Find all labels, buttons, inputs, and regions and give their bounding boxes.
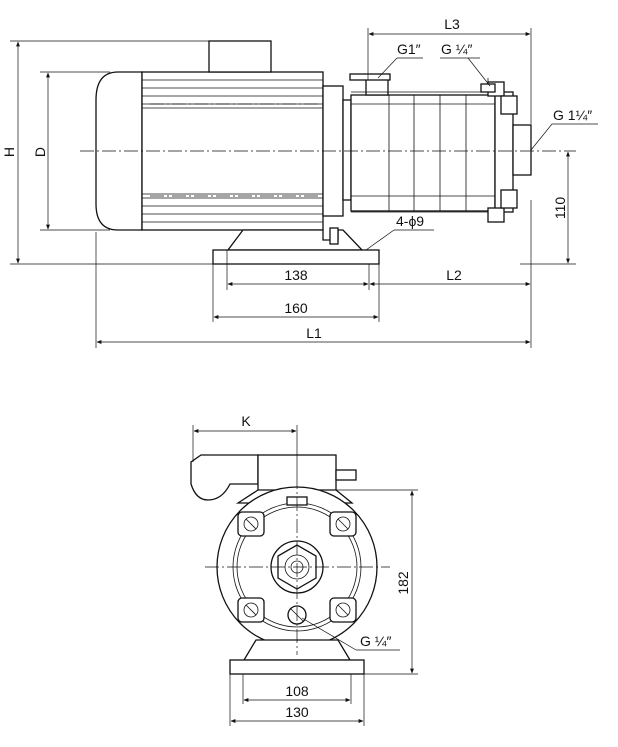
dim-160: 160 (284, 300, 308, 316)
base-plate (212, 249, 380, 265)
dim-L1: L1 (306, 325, 322, 341)
end-view (190, 454, 390, 675)
dim-H: H (1, 147, 17, 157)
label-G114: G 1¼″ (553, 107, 592, 123)
label-G14-top: G ¼″ (441, 41, 472, 57)
side-view (80, 40, 576, 265)
motor-foot-bracket (226, 229, 364, 251)
dim-K: K (241, 413, 251, 429)
dim-182: 182 (395, 571, 411, 595)
dim-D: D (32, 147, 48, 157)
side-view-dimensions: H D L3 G1″ G ¼″ G 1¼″ 110 4-ϕ9 (1, 16, 598, 348)
vent-plug (480, 83, 496, 93)
end-terminal-box (190, 454, 259, 501)
label-G14-bottom: G ¼″ (360, 633, 391, 649)
label-holes: 4-ϕ9 (396, 213, 424, 229)
dim-138: 138 (284, 267, 308, 283)
end-view-dimensions: K 182 G ¼″ 108 130 (192, 413, 418, 726)
label-G1: G1″ (397, 41, 421, 57)
terminal-box (208, 40, 272, 73)
end-base (229, 659, 365, 675)
tie-rod-nuts (243, 516, 351, 618)
dim-130: 130 (285, 704, 309, 720)
dim-L3: L3 (444, 16, 460, 32)
dim-110: 110 (552, 197, 568, 220)
pump-housing (350, 94, 496, 212)
dim-108: 108 (285, 683, 309, 699)
dim-L2: L2 (446, 267, 462, 283)
